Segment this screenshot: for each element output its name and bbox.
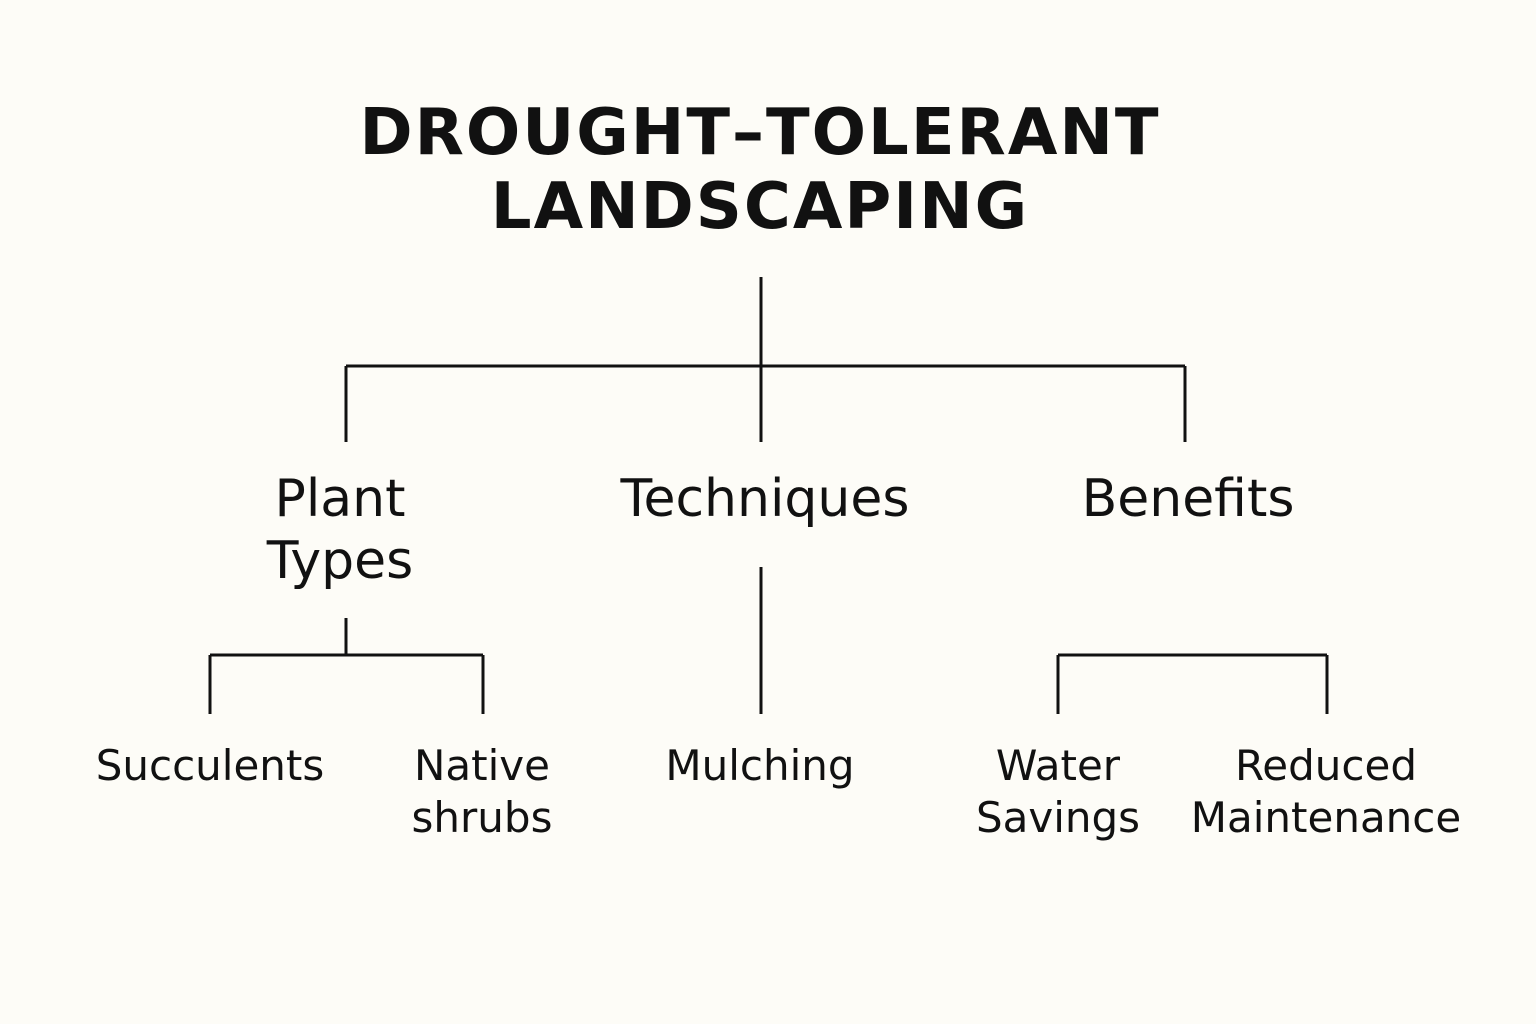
node-label-line: Savings xyxy=(975,793,1141,842)
node-label-line: Reduced xyxy=(1234,741,1418,790)
title-line-2: LANDSCAPING xyxy=(490,170,1030,244)
node-label-line: Native xyxy=(414,741,550,790)
node-label-line: shrubs xyxy=(411,793,553,842)
node-water-savings: Water Savings xyxy=(976,740,1140,844)
node-label-line: Plant xyxy=(274,469,406,529)
node-label-line: Mulching xyxy=(665,741,855,790)
node-benefits: Benefits xyxy=(1082,468,1295,530)
node-label-line: Water xyxy=(995,741,1121,790)
node-label-line: Types xyxy=(266,531,414,591)
node-mulching: Mulching xyxy=(665,740,854,792)
node-native-shrubs: Native shrubs xyxy=(412,740,553,844)
node-label-line: Maintenance xyxy=(1190,793,1462,842)
node-succulents: Succulents xyxy=(96,740,325,792)
title-line-1: DROUGHT–TOLERANT xyxy=(359,96,1161,170)
diagram-title: DROUGHT–TOLERANT LANDSCAPING xyxy=(0,96,1528,244)
node-label-line: Techniques xyxy=(620,469,910,529)
node-plant-types: Plant Types xyxy=(267,468,414,592)
node-techniques: Techniques xyxy=(621,468,910,530)
node-label-line: Succulents xyxy=(95,741,325,790)
node-reduced-maintenance: Reduced Maintenance xyxy=(1191,740,1461,844)
node-label-line: Benefits xyxy=(1081,469,1295,529)
